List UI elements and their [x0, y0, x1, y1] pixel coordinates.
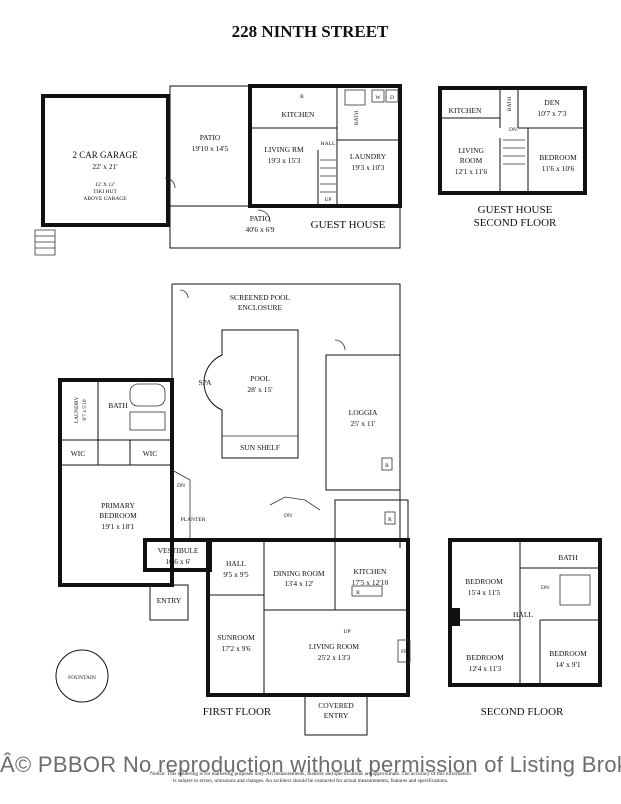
gh-laundry-name: LAUNDRY: [350, 152, 387, 161]
sf-bath-name: BATH: [558, 553, 578, 562]
primary-name-1: PRIMARY: [101, 501, 135, 510]
dn-label-1: DN: [177, 483, 185, 489]
second-floor: BATH BEDROOM 15'4 x 11'5 DN HALL BEDROOM…: [448, 538, 602, 718]
notice-line-1: Notice: This rendering is for marketing …: [150, 771, 471, 777]
copyright-watermark: Â© PBBOR No reproduction without permiss…: [0, 752, 621, 777]
garage-name: 2 CAR GARAGE: [72, 150, 138, 160]
plan-title: 228 NINTH STREET: [232, 22, 389, 41]
sunroom-name: SUNROOM: [217, 633, 255, 642]
sf-hall-name: HALL: [513, 610, 533, 619]
loggia-r-label: R: [385, 463, 389, 469]
gh2-bedroom-name: BEDROOM: [539, 153, 577, 162]
hall-name: HALL: [226, 559, 246, 568]
first-floor-label: FIRST FLOOR: [203, 706, 272, 718]
laundry-dim: 8'7 x 5'10: [82, 399, 88, 420]
patio-dim: 19'10 x 14'5: [192, 144, 229, 153]
guest-house-label: GUEST HOUSE: [311, 219, 386, 231]
enclosure-label-2: ENCLOSURE: [238, 303, 283, 312]
entry-label: ENTRY: [157, 596, 182, 605]
gh2-bedroom-dim: 11'6 x 10'6: [542, 164, 575, 173]
sf-bed2-name: BEDROOM: [466, 653, 504, 662]
gh2-kitchen-name: KITCHEN: [449, 106, 482, 115]
covered-entry-2: ENTRY: [324, 711, 349, 720]
sf-bed3-name: BEDROOM: [549, 649, 587, 658]
garage-note-3: ABOVE GARAGE: [83, 196, 127, 202]
laundry-name: LAUNDRY: [74, 397, 80, 424]
gh2-living-name-2: ROOM: [460, 156, 483, 165]
sf-dn-label: DN: [541, 585, 549, 591]
primary-bath-name: BATH: [108, 401, 128, 410]
sf-bed1-dim: 15'4 x 11'5: [468, 588, 501, 597]
garage: 2 CAR GARAGE 22' x 21' 12' X 12' TIKI HU…: [34, 94, 176, 256]
gh2-dn-label: DN: [509, 127, 517, 133]
first-floor: SCREENED POOL ENCLOSURE SPA POOL 28' x 1…: [55, 283, 411, 736]
notice-line-2: is subject to errors, omissions and chan…: [172, 778, 449, 784]
living-dim: 25'2 x 13'3: [318, 653, 351, 662]
fp-label: FP: [401, 649, 407, 655]
sun-shelf-label: SUN SHELF: [240, 443, 280, 452]
garage-note-2: TIKI HUT: [93, 189, 117, 195]
vestibule-name: VESTIBULE: [158, 546, 199, 555]
patio2-dim: 40'6 x 6'9: [246, 225, 275, 234]
pool-name: POOL: [250, 374, 270, 383]
gh-up-label: UP: [324, 197, 331, 203]
primary-dim: 19'1 x 18'1: [102, 522, 135, 531]
spa-label: SPA: [198, 378, 212, 387]
sf-bed2-dim: 12'4 x 11'3: [469, 664, 502, 673]
hall-dim: 9'5 x 9'5: [223, 570, 248, 579]
gh2-label-2: SECOND FLOOR: [474, 217, 557, 229]
up-label: UP: [343, 629, 350, 635]
sunroom-dim: 17'2 x 9'6: [222, 644, 251, 653]
gh-living-name: LIVING RM: [264, 145, 304, 154]
second-floor-label: SECOND FLOOR: [481, 706, 564, 718]
garage-note-1: 12' X 12': [95, 182, 115, 188]
patio-name: PATIO: [200, 133, 221, 142]
gh-living-dim: 19'3 x 15'3: [268, 156, 301, 165]
patio2-name: PATIO: [250, 214, 271, 223]
gh-hall-name: HALL: [321, 141, 336, 147]
sf-bed3-dim: 14' x 9'1: [555, 660, 580, 669]
guest-second-floor: KITCHEN BATH DEN 10'7 x 7'3 DN LIVING RO…: [438, 86, 587, 229]
kitchen-name: KITCHEN: [354, 567, 387, 576]
gh2-label-1: GUEST HOUSE: [478, 204, 553, 216]
gh-laundry-dim: 19'3 x 10'3: [352, 163, 385, 172]
guest-house: PATIO 19'10 x 14'5 KITCHEN R BATH W D HA…: [169, 84, 402, 249]
gh-w-label: W: [375, 95, 381, 101]
gh-r-label: R: [300, 94, 304, 100]
primary-name-2: BEDROOM: [99, 511, 137, 520]
loggia-dim: 25' x 11': [351, 419, 377, 428]
vestibule-dim: 10'6 x 6': [165, 557, 191, 566]
garage-dim: 22' x 21': [92, 162, 118, 171]
gh2-living-name-1: LIVING: [458, 146, 484, 155]
fountain-label: FOUNTAIN: [68, 675, 96, 681]
notice-text: Notice: This rendering is for marketing …: [0, 771, 621, 785]
gh2-living-dim: 12'1 x 11'6: [455, 167, 488, 176]
gh-kitchen-name: KITCHEN: [282, 110, 315, 119]
wic-1-label: WIC: [71, 449, 86, 458]
kitchen-dim: 17'5 x 12'10: [352, 578, 389, 587]
gh2-bath-name: BATH: [507, 97, 513, 111]
gh2-den-name: DEN: [544, 98, 560, 107]
dining-name: DINING ROOM: [273, 569, 324, 578]
kitchen-r-label-2: R: [356, 590, 360, 596]
dining-dim: 13'4 x 12': [285, 579, 315, 588]
dn-label-2: DN: [284, 513, 292, 519]
gh-d-label: D: [390, 95, 394, 101]
planter-label: PLANTER: [181, 517, 206, 523]
kitchen-r-label-1: R: [388, 517, 392, 523]
pool-dim: 28' x 15': [247, 385, 273, 394]
gh-bath-name: BATH: [354, 111, 360, 125]
loggia-name: LOGGIA: [349, 408, 378, 417]
wic-2-label: WIC: [143, 449, 158, 458]
gh2-den-dim: 10'7 x 7'3: [538, 109, 567, 118]
living-name: LIVING ROOM: [309, 642, 360, 651]
covered-entry-1: COVERED: [318, 701, 354, 710]
enclosure-label-1: SCREENED POOL: [230, 293, 291, 302]
sf-bed1-name: BEDROOM: [465, 577, 503, 586]
